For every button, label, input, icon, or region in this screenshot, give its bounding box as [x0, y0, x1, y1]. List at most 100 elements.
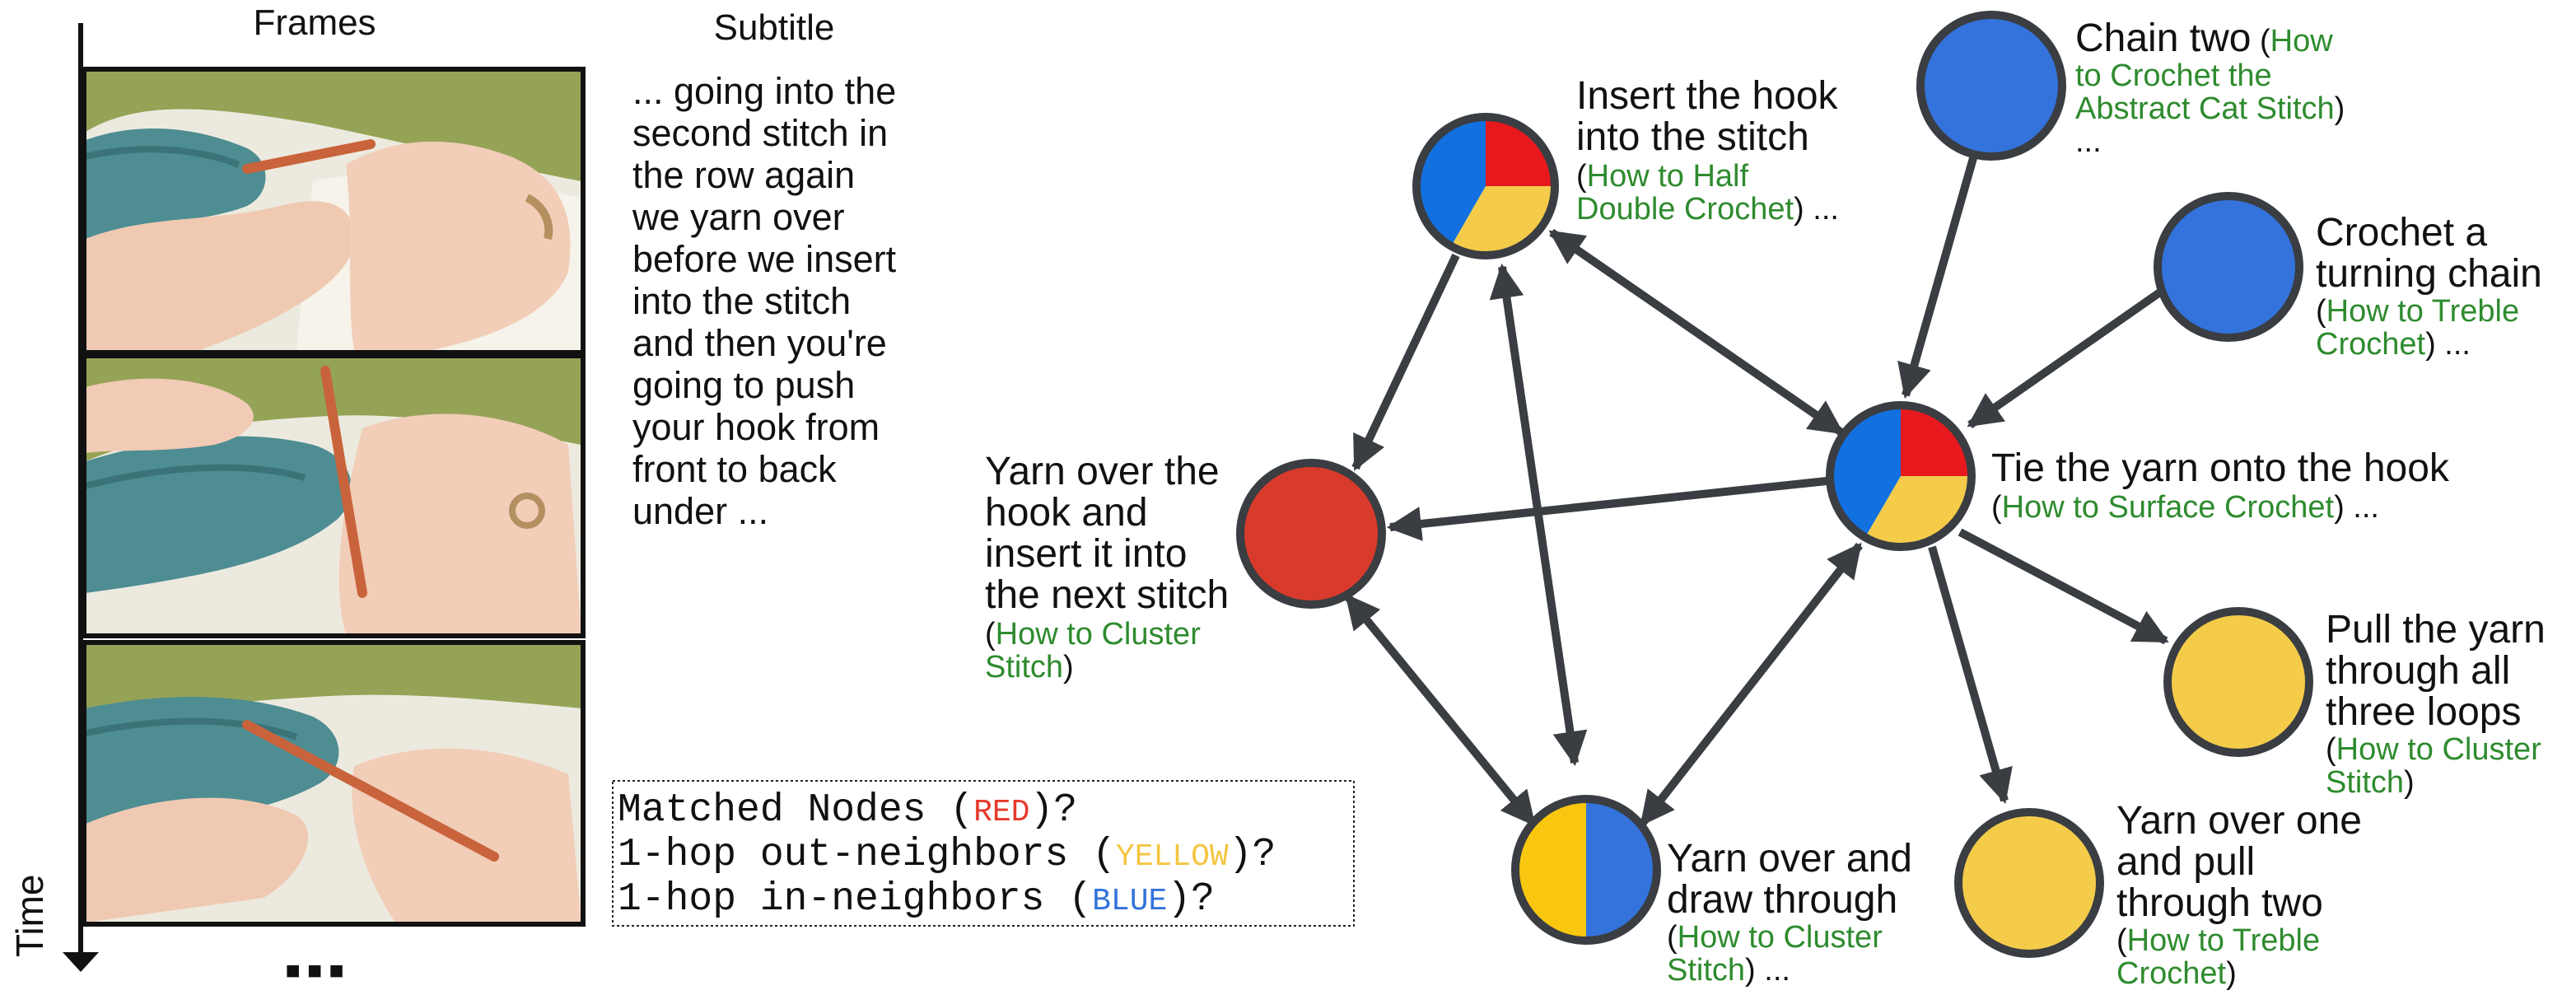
- node-title-line: into the stitch: [1576, 115, 1809, 159]
- subtitle-text: ... going into the second stitch in the …: [632, 70, 907, 532]
- subtitle-panel: Subtitle ... going into the second stitc…: [632, 7, 907, 532]
- label-yarn-over-hook: Yarn over the hook and insert it into th…: [985, 450, 1230, 684]
- subtitle-line: into the stitch: [632, 280, 851, 322]
- node-source-link: How: [2270, 24, 2334, 58]
- node-tie-yarn: [1826, 401, 1976, 551]
- node-source-link: How to Cluster: [2336, 732, 2542, 767]
- node-source-link: to Crochet the: [2075, 58, 2272, 93]
- node-source-link: How to Surface Crochet: [2002, 490, 2335, 525]
- node-yarn-over-hook: [1236, 459, 1386, 609]
- svg-text:...: ...: [2075, 124, 2102, 159]
- subtitle-line: the row again: [632, 154, 855, 196]
- node-draw-through: [1511, 795, 1661, 945]
- subtitle-line: your hook from: [632, 406, 880, 448]
- node-source-link: Stitch: [985, 650, 1063, 684]
- svg-text:Crochet a turning chai: Crochet a turning chain: [2316, 211, 2542, 296]
- video-frame-1: [82, 67, 586, 355]
- node-source-link: How to Half: [1587, 159, 1749, 194]
- edge-insert-hook-tie-yarn: [1548, 228, 1845, 437]
- node-title-line: Pull the yarn: [2326, 608, 2546, 652]
- video-frame-2: [82, 353, 586, 638]
- node-title-line: through all: [2326, 649, 2510, 693]
- svg-text:to Crochet the: to Crochet the: [2075, 58, 2272, 93]
- subtitle-line: front to back: [632, 448, 837, 490]
- edge-yarn-over-hook-draw-through: [1344, 593, 1537, 827]
- video-frame-3: [82, 640, 586, 927]
- label-tie-yarn: Tie the yarn onto the hook (How to Surfa…: [1991, 446, 2450, 525]
- edge-tie-yarn-draw-through: [1639, 542, 1863, 827]
- label-chain-two: Chain two (How to Crochet the Abstract C…: [2075, 16, 2345, 159]
- node-source-link: Stitch: [2326, 765, 2404, 800]
- subtitle-line: and then you're: [632, 322, 887, 364]
- node-chain-two: [1916, 11, 2066, 161]
- subtitle-header: Subtitle: [714, 7, 835, 48]
- query-yellow-word: YELLOW: [1116, 839, 1229, 875]
- label-turning-chain: Crochet a turning chain (How to Treble C…: [2316, 211, 2542, 362]
- label-insert-hook: Insert the hook into the stitch (How to …: [1576, 74, 1849, 227]
- subtitle-line: going to push: [632, 364, 855, 406]
- svg-text:Yarn over the hook and: Yarn over the hook and insert it into th…: [985, 450, 1230, 617]
- svg-text:Chain two (How: Chain two (How: [2075, 16, 2333, 60]
- node-source-link: How to Cluster: [1678, 920, 1883, 955]
- subtitle-line: ... going into the: [632, 70, 896, 112]
- node-source-link: Stitch: [1667, 953, 1745, 988]
- svg-text:Tie the yarn onto the hook: Tie the yarn onto the hook: [1991, 446, 2450, 490]
- query-line-out-neighbors: 1-hop out-neighbors (YELLOW)?: [618, 833, 1276, 877]
- svg-text:Pull the yarn through: Pull the yarn through all three loops: [2326, 608, 2556, 734]
- subtitle-line: we yarn over: [632, 196, 845, 238]
- node-title-line: turning chain: [2316, 252, 2542, 296]
- label-draw-through: Yarn over and draw through (How to Clust…: [1667, 837, 1923, 988]
- query-line-in-neighbors: 1-hop in-neighbors (BLUE)?: [618, 877, 1215, 922]
- node-title-line: Yarn over and: [1667, 837, 1912, 881]
- node-turning-chain: [2154, 192, 2303, 342]
- query-box: Matched Nodes (RED)? 1-hop out-neighbors…: [612, 780, 1355, 927]
- frames-panel: Frames Time: [8, 2, 586, 984]
- svg-text:(How to Treble Crochet: (How to Treble Crochet) ...: [2316, 294, 2528, 362]
- svg-text:(How to Half Double Cr: (How to Half Double Crochet) ...: [1576, 159, 1839, 227]
- label-pull-yarn: Pull the yarn through all three loops (H…: [2326, 608, 2556, 800]
- query-line-matched: Matched Nodes (RED)?: [618, 788, 1077, 833]
- edge-tie-yarn-to-yarn-over-one: [1928, 545, 2013, 805]
- node-title-line: insert it into: [985, 532, 1187, 576]
- node-title-line: and pull: [2116, 840, 2255, 884]
- svg-text:Insert the hook into t: Insert the hook into the stitch: [1576, 74, 1849, 159]
- node-source-link: How to Treble: [2127, 923, 2320, 958]
- svg-text:(How to Cluster Stitch: (How to Cluster Stitch): [985, 617, 1209, 684]
- svg-text:(How to Cluster Stitch: (How to Cluster Stitch) ...: [1667, 920, 1891, 988]
- svg-text:(How to Cluster Stitch: (How to Cluster Stitch): [2326, 732, 2550, 800]
- node-title-line: Yarn over the: [985, 450, 1220, 493]
- node-title-line: draw through: [1667, 878, 1897, 922]
- node-title-line: the next stitch: [985, 573, 1229, 617]
- node-title-line: hook and: [985, 491, 1148, 535]
- node-source-link: How to Cluster: [996, 617, 1202, 652]
- node-title-line: through two: [2116, 881, 2323, 925]
- edge-insert-hook-to-yarn-over-hook: [1351, 253, 1460, 471]
- edge-tie-yarn-to-yarn-over-hook: [1386, 477, 1827, 541]
- edge-tie-yarn-to-pull-yarn: [1958, 528, 2169, 645]
- node-title-line: Crochet a: [2316, 211, 2487, 255]
- time-axis-arrow: [63, 952, 99, 972]
- graph-edges: [1344, 156, 2169, 827]
- node-source-link: Crochet: [2116, 956, 2226, 991]
- subtitle-line: before we insert: [632, 238, 897, 280]
- node-insert-hook: [1412, 113, 1559, 259]
- node-title-line: Yarn over one: [2116, 799, 2362, 843]
- node-pull-yarn: [2163, 607, 2313, 757]
- svg-text:Abstract Cat Stitch): Abstract Cat Stitch): [2075, 91, 2345, 126]
- node-yarn-over-one: [1954, 808, 2104, 958]
- query-blue-word: BLUE: [1092, 884, 1167, 919]
- query-red-word: RED: [973, 795, 1029, 830]
- node-title-line: Tie the yarn onto the hook: [1991, 446, 2450, 490]
- node-title-line: Chain two: [2075, 16, 2251, 60]
- svg-text:(How to Treble Crochet: (How to Treble Crochet): [2116, 923, 2329, 991]
- edge-chain-two-to-tie-yarn: [1897, 156, 1977, 399]
- graph-nodes: [1236, 11, 2313, 958]
- node-title-line: three loops: [2326, 690, 2522, 734]
- subtitle-line: second stitch in: [632, 112, 888, 154]
- label-yarn-over-one: Yarn over one and pull through two (How …: [2116, 799, 2362, 991]
- svg-text:Yarn over and draw thr: Yarn over and draw through: [1667, 837, 1923, 922]
- node-source-link: Crochet: [2316, 327, 2425, 362]
- svg-text:(How to Surface Crochet) ...: (How to Surface Crochet) ...: [1991, 490, 2379, 525]
- node-source-link: Abstract Cat Stitch: [2075, 91, 2335, 126]
